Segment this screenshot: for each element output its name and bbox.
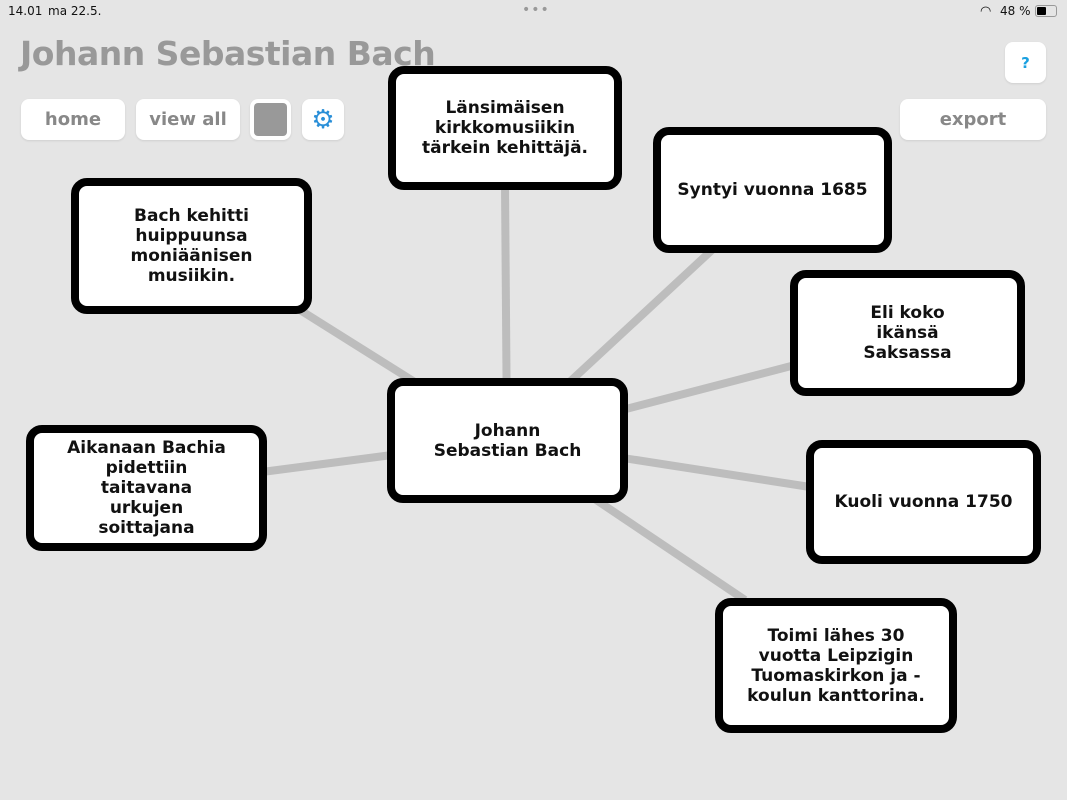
battery-percent: 48 % [1000, 4, 1031, 18]
view-all-button[interactable]: view all [136, 99, 240, 140]
mindmap-node[interactable]: Länsimäisen kirkkomusiikin tärkein kehit… [388, 66, 622, 190]
mindmap-node[interactable]: Kuoli vuonna 1750 [806, 440, 1041, 564]
gear-icon: ⚙ [311, 104, 335, 135]
settings-button[interactable]: ⚙ [302, 99, 344, 140]
mindmap-node[interactable]: Eli koko ikänsä Saksassa [790, 270, 1025, 396]
mindmap-node[interactable]: Syntyi vuonna 1685 [653, 127, 892, 253]
center-node[interactable]: Johann Sebastian Bach [387, 378, 628, 503]
battery-icon [1035, 5, 1057, 17]
page-title: Johann Sebastian Bach [20, 34, 436, 73]
home-button[interactable]: home [21, 99, 125, 140]
color-picker-button[interactable] [250, 99, 291, 140]
status-time: 14.01 [8, 4, 43, 18]
wifi-icon: ◠ [980, 4, 992, 19]
status-date: ma 22.5. [48, 4, 102, 18]
color-swatch [254, 103, 287, 136]
multitasking-dots-icon[interactable]: ••• [522, 2, 550, 18]
mindmap-node[interactable]: Bach kehitti huippuunsa moniäänisen musi… [71, 178, 312, 314]
help-button[interactable]: ? [1005, 42, 1046, 83]
export-button[interactable]: export [900, 99, 1046, 140]
mindmap-node[interactable]: Toimi lähes 30 vuotta Leipzigin Tuomaski… [715, 598, 957, 733]
mindmap-node[interactable]: Aikanaan Bachia pidettiin taitavana urku… [26, 425, 267, 551]
